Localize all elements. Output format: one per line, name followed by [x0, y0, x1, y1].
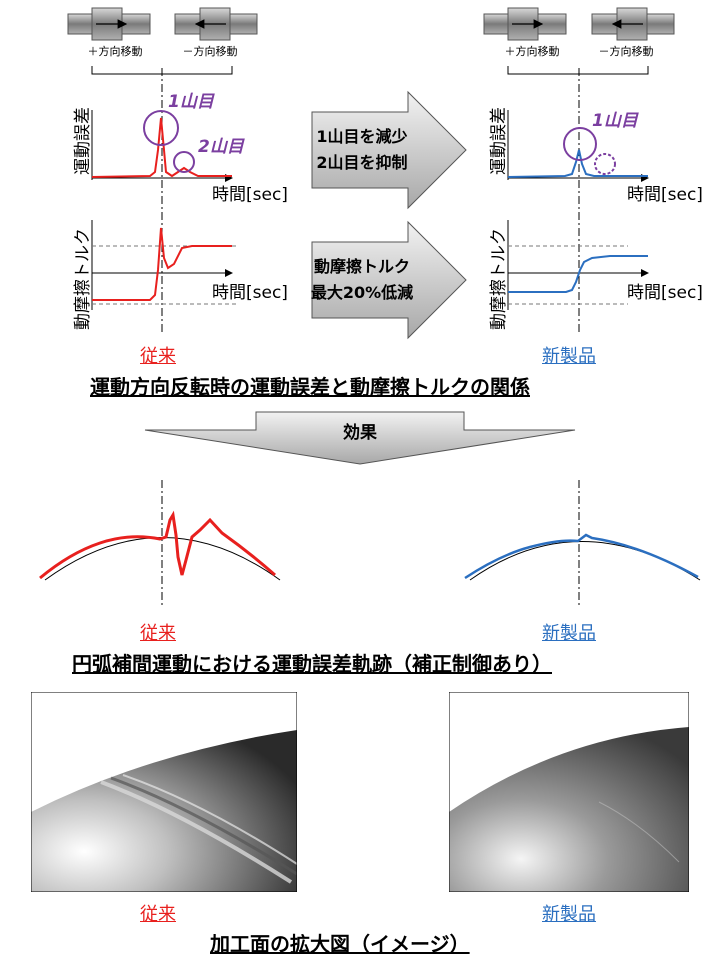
motion-error-axis-label: 運動誤差 — [73, 107, 93, 175]
trajectory-diagram — [39, 480, 701, 605]
time-axis-label: 時間[sec] — [212, 185, 288, 205]
new-surface-image — [449, 692, 689, 892]
motion-error-axis-label: 運動誤差 — [489, 107, 509, 175]
peak2-marker — [173, 151, 195, 173]
surface-title: 加工面の拡大図（イメージ） — [210, 932, 470, 956]
plus-move-label: ＋方向移動 — [505, 44, 560, 58]
friction-torque-axis-label: 動摩擦トルク — [73, 228, 93, 330]
arrow1-line1: 1山目を減少 — [316, 127, 407, 146]
improvement-arrow-1: 1山目を減少 2山目を抑制 — [311, 90, 467, 210]
relation-title: 運動方向反転時の運動誤差と動摩擦トルクの関係 — [90, 375, 530, 399]
relation-diagram: ＋方向移動 －方向移動 1山目 2山目 時間[sec] 運動誤差 時間[sec]… — [67, 7, 703, 340]
conventional-trajectory-curve — [39, 510, 276, 580]
effect-label: 効果 — [343, 422, 377, 443]
new-product-label: 新製品 — [542, 904, 596, 925]
screw-plus-icon-left — [67, 7, 151, 41]
screw-plus-icon-right — [483, 7, 567, 41]
conventional-surface-image — [31, 692, 297, 892]
time-axis-label: 時間[sec] — [212, 283, 288, 303]
trajectory-title: 円弧補間運動における運動誤差軌跡（補正制御あり） — [72, 652, 552, 676]
screw-minus-icon-right — [591, 7, 675, 41]
minus-move-label: －方向移動 — [183, 44, 238, 58]
peak1-label: 1山目 — [168, 92, 215, 112]
time-axis-label: 時間[sec] — [627, 283, 703, 303]
arrow2-line2: 最大20%低減 — [311, 283, 413, 302]
plus-move-label: ＋方向移動 — [88, 44, 143, 58]
arrow1-line2: 2山目を抑制 — [316, 153, 407, 172]
conventional-error-curve — [91, 117, 232, 178]
peak2-suppressed-marker — [594, 153, 616, 175]
peak1-label: 1山目 — [592, 111, 639, 131]
conventional-torque-curve — [92, 227, 232, 301]
minus-move-label: －方向移動 — [599, 44, 654, 58]
time-axis-label: 時間[sec] — [627, 185, 703, 205]
peak1-marker — [143, 110, 179, 146]
new-error-curve — [507, 149, 648, 178]
peak2-label: 2山目 — [198, 137, 245, 157]
new-product-label: 新製品 — [542, 623, 596, 644]
conventional-label: 従来 — [140, 346, 176, 367]
improvement-arrow-2: 動摩擦トルク 最大20%低減 — [311, 220, 467, 340]
new-torque-curve — [508, 255, 648, 293]
arrow2-line1: 動摩擦トルク — [314, 257, 410, 276]
effect-arrow: 効果 — [144, 411, 576, 465]
new-product-label: 新製品 — [542, 346, 596, 367]
conventional-label: 従来 — [140, 623, 176, 644]
conventional-label: 従来 — [140, 904, 176, 925]
friction-torque-axis-label: 動摩擦トルク — [489, 228, 509, 330]
peak1-marker — [563, 127, 597, 161]
screw-minus-icon-left — [174, 7, 258, 41]
new-trajectory-curve — [464, 533, 699, 580]
